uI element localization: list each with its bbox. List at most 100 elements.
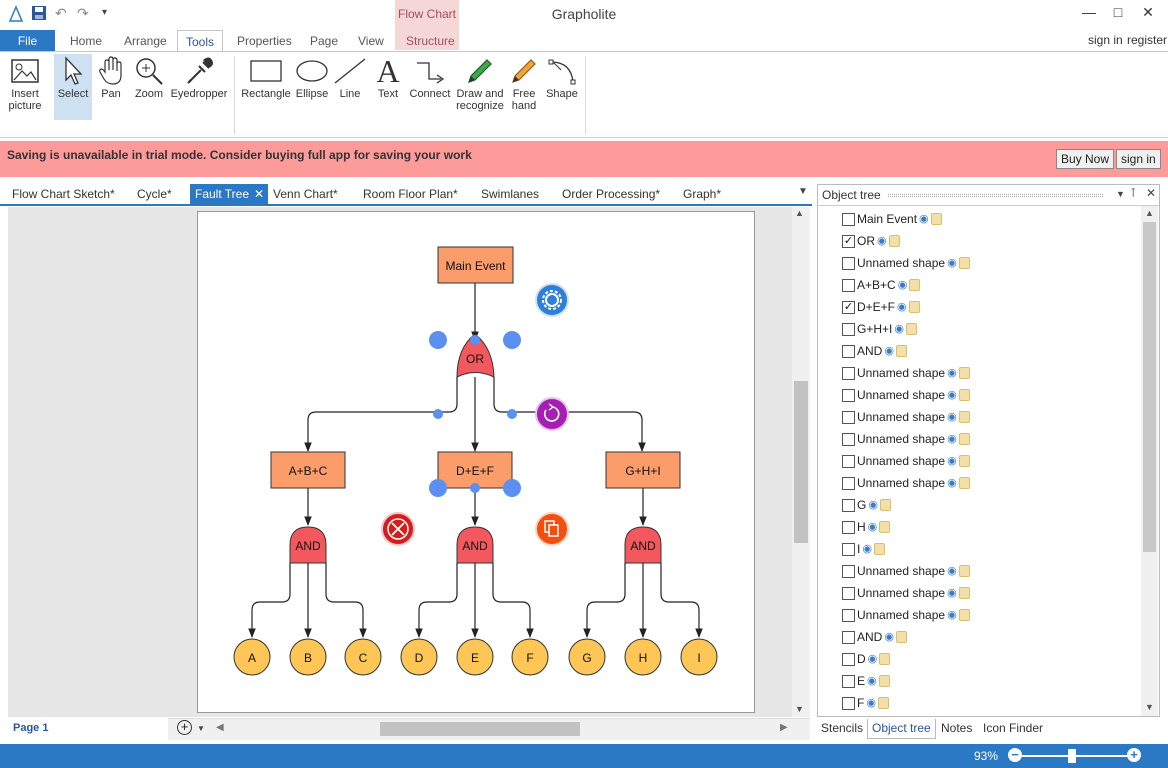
eye-icon[interactable]: ◉ <box>947 433 957 445</box>
close-tab-icon[interactable]: ✕ <box>253 187 264 201</box>
doc-tab[interactable]: Swimlanes <box>481 187 540 201</box>
tree-item[interactable]: Unnamed shape◉ <box>842 428 970 450</box>
group-box-abc[interactable]: A+B+C <box>270 451 346 489</box>
eye-icon[interactable]: ◉ <box>897 301 907 313</box>
tree-item[interactable]: E◉ <box>842 670 890 692</box>
visibility-checkbox[interactable] <box>842 608 855 622</box>
zoom-out-icon[interactable]: − <box>1008 748 1022 762</box>
eye-icon[interactable]: ◉ <box>947 477 957 489</box>
panel-grip[interactable] <box>888 194 1103 197</box>
eye-icon[interactable]: ◉ <box>868 499 878 511</box>
scroll-down-icon[interactable]: ▼ <box>1145 702 1154 712</box>
lock-icon[interactable] <box>958 367 970 379</box>
visibility-checkbox[interactable] <box>842 498 855 512</box>
doc-tab[interactable]: Graph* <box>683 187 722 201</box>
visibility-checkbox[interactable] <box>842 322 855 336</box>
doc-tab[interactable]: Venn Chart* <box>273 187 338 201</box>
leaf-node[interactable]: B <box>289 638 327 676</box>
zoom-slider-track[interactable] <box>1022 755 1130 757</box>
resize-handle[interactable] <box>470 335 480 345</box>
tree-item[interactable]: Main Event◉ <box>842 208 942 230</box>
visibility-checkbox[interactable] <box>842 212 855 226</box>
lock-icon[interactable] <box>958 389 970 401</box>
eye-icon[interactable]: ◉ <box>897 279 908 291</box>
connect-tool-button[interactable]: Connect <box>408 54 452 120</box>
zoom-slider-thumb[interactable] <box>1068 749 1076 763</box>
tree-item[interactable]: ✓D+E+F◉ <box>842 296 920 318</box>
free-hand-button[interactable]: Free hand <box>508 54 540 120</box>
eye-icon[interactable]: ◉ <box>947 411 957 423</box>
zoom-tool-button[interactable]: Zoom <box>130 54 168 120</box>
visibility-checkbox[interactable] <box>842 542 855 556</box>
lock-icon[interactable] <box>958 587 970 599</box>
tree-item[interactable]: G+H+I◉ <box>842 318 917 340</box>
visibility-checkbox[interactable] <box>842 630 855 644</box>
lock-icon[interactable] <box>958 411 970 423</box>
lock-icon[interactable] <box>909 279 921 291</box>
visibility-checkbox[interactable] <box>842 410 855 424</box>
tab-page[interactable]: Page <box>310 34 339 48</box>
lock-icon[interactable] <box>888 235 900 247</box>
and-gate[interactable]: AND <box>456 526 494 564</box>
tree-item[interactable]: F◉ <box>842 692 889 714</box>
buy-now-button[interactable]: Buy Now <box>1056 149 1115 169</box>
resize-handle[interactable] <box>429 331 447 349</box>
tree-item[interactable]: Unnamed shape◉ <box>842 450 970 472</box>
visibility-checkbox[interactable] <box>842 674 855 688</box>
lock-icon[interactable] <box>873 543 885 555</box>
tree-item[interactable]: G◉ <box>842 494 891 516</box>
lock-icon[interactable] <box>877 697 889 709</box>
canvas-horizontal-scroll-thumb[interactable] <box>380 722 580 736</box>
visibility-checkbox[interactable]: ✓ <box>842 234 855 248</box>
tree-item[interactable]: Unnamed shape◉ <box>842 384 970 406</box>
resize-handle[interactable] <box>503 479 521 497</box>
resize-handle[interactable] <box>507 409 517 419</box>
tree-item[interactable]: I◉ <box>842 538 885 560</box>
tree-item[interactable]: D◉ <box>842 648 891 670</box>
scroll-right-icon[interactable]: ▶ <box>780 722 788 733</box>
lock-icon[interactable] <box>958 477 970 489</box>
file-tab[interactable]: File <box>0 30 55 52</box>
tree-item[interactable]: Unnamed shape◉ <box>842 406 970 428</box>
selection-handles[interactable] <box>429 331 521 497</box>
lock-icon[interactable] <box>958 433 970 445</box>
close-icon[interactable]: ✕ <box>1142 4 1154 20</box>
minimize-icon[interactable]: — <box>1082 4 1096 20</box>
eye-icon[interactable]: ◉ <box>894 323 904 335</box>
resize-handle[interactable] <box>503 331 521 349</box>
scroll-left-icon[interactable]: ◀ <box>216 722 224 733</box>
undo-icon[interactable]: ↶ <box>55 5 67 21</box>
lock-icon[interactable] <box>958 257 970 269</box>
eye-icon[interactable]: ◉ <box>947 257 957 269</box>
visibility-checkbox[interactable] <box>842 520 855 534</box>
tab-list-icon[interactable]: ▼ <box>798 186 808 197</box>
doc-tab[interactable]: Order Processing* <box>562 187 661 201</box>
lock-icon[interactable] <box>879 521 891 533</box>
group-box-def[interactable]: D+E+F <box>437 451 513 489</box>
tree-item[interactable]: ✓OR◉ <box>842 230 900 252</box>
lock-icon[interactable] <box>908 301 920 313</box>
panel-menu-icon[interactable]: ▼ <box>1116 189 1125 199</box>
add-page-icon[interactable]: + <box>177 720 192 735</box>
warning-sign-in-button[interactable]: sign in <box>1116 149 1161 169</box>
redo-icon[interactable]: ↷ <box>77 5 89 21</box>
eye-icon[interactable]: ◉ <box>866 697 876 709</box>
leaf-node[interactable]: I <box>680 638 718 676</box>
lock-icon[interactable] <box>958 455 970 467</box>
save-icon[interactable] <box>31 5 47 24</box>
lock-icon[interactable] <box>879 653 891 665</box>
visibility-checkbox[interactable] <box>842 454 855 468</box>
eye-icon[interactable]: ◉ <box>947 389 957 401</box>
rectangle-tool-button[interactable]: Rectangle <box>241 54 291 120</box>
visibility-checkbox[interactable] <box>842 344 855 358</box>
tree-item[interactable]: Unnamed shape◉ <box>842 252 970 274</box>
group-box-ghi[interactable]: G+H+I <box>605 451 681 489</box>
eye-icon[interactable]: ◉ <box>947 367 957 379</box>
scroll-up-icon[interactable]: ▲ <box>795 208 804 218</box>
visibility-checkbox[interactable] <box>842 366 855 380</box>
duplicate-button[interactable] <box>535 512 569 546</box>
eye-icon[interactable]: ◉ <box>867 675 877 687</box>
tab-home[interactable]: Home <box>70 34 103 48</box>
customize-toolbar-icon[interactable]: ▾ <box>102 7 108 18</box>
and-gate[interactable]: AND <box>289 526 327 564</box>
